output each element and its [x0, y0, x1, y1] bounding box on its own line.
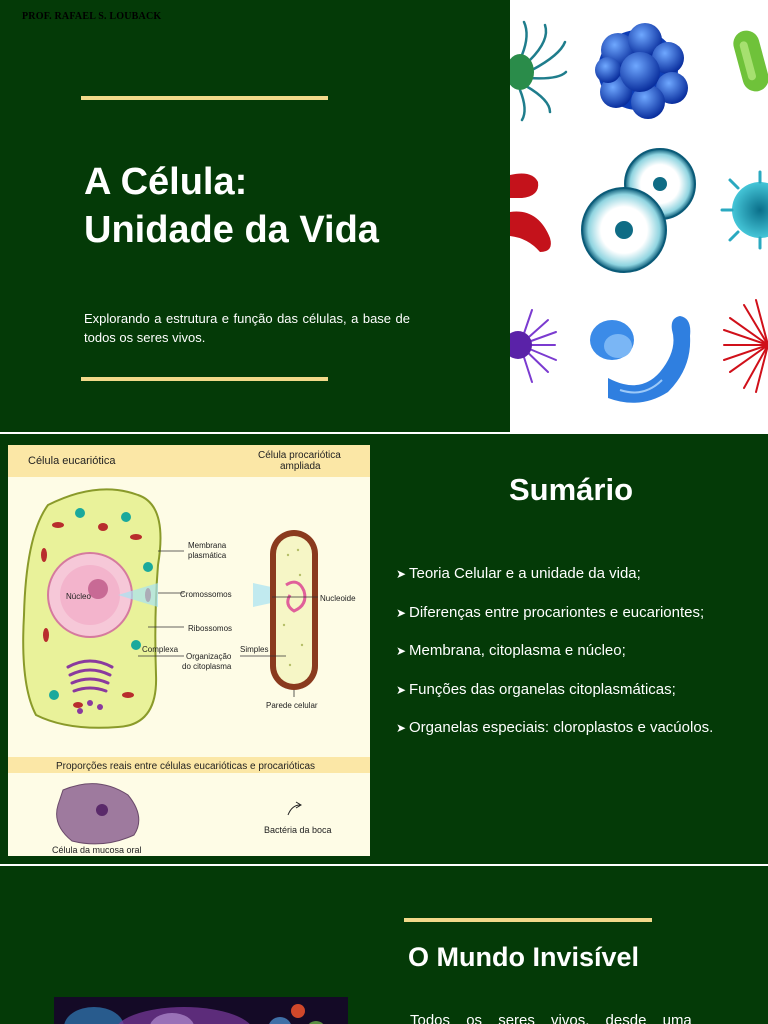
microbe-ring-cells — [581, 148, 696, 273]
arrow-right-icon: ➤ — [396, 682, 407, 697]
list-item: ➤Teoria Celular e a unidade da vida; — [396, 565, 641, 582]
prokaryotic-cell — [270, 530, 318, 690]
slide-title-heading: A Célula: Unidade da Vida — [84, 158, 379, 254]
microbe-blue-cluster — [595, 23, 688, 119]
arrow-right-icon: ➤ — [396, 644, 407, 658]
list-item: ➤Membrana, citoplasma e núcleo; — [396, 642, 626, 659]
list-item: ➤Organelas especiais: cloroplastos e vac… — [396, 719, 714, 736]
microbe-red-spiky — [723, 299, 768, 393]
invisible-world-title: O Mundo Invisível — [408, 942, 640, 972]
oral-mucosa-cell — [56, 783, 140, 845]
microscopic-cells-illustration — [54, 997, 348, 1024]
microbe-teal-virus — [720, 170, 768, 250]
microbes-illustration — [504, 20, 768, 403]
invisible-world-body: Todos os seres vivos, desde uma — [410, 1012, 692, 1024]
title-rule-bottom — [81, 377, 328, 381]
list-item: ➤Diferenças entre procariontes e eucario… — [396, 603, 705, 621]
label-proporcoes: Proporções reais entre células eucarióti… — [56, 761, 315, 772]
label-simples: Simples — [240, 645, 268, 654]
label-bacteria: Bactéria da boca — [264, 825, 332, 835]
title-line-2: Unidade da Vida — [84, 209, 379, 251]
label-organizacao-2: do citoplasma — [182, 662, 232, 671]
label-membrana-1: Membrana — [188, 541, 227, 550]
label-mucosa: Célula da mucosa oral — [52, 845, 142, 855]
arrow-right-icon: ➤ — [396, 721, 407, 735]
label-cromossomos: Cromossomos — [180, 590, 232, 599]
arrow-right-icon: ➤ — [396, 567, 407, 581]
label-prokaryote-header-1: Célula procariótica — [258, 450, 341, 461]
label-organizacao-1: Organização — [186, 652, 232, 661]
author-credit: PROF. RAFAEL S. LOUBACK — [22, 11, 162, 22]
heading-rule — [404, 918, 652, 922]
label-ribossomos: Ribossomos — [188, 624, 232, 633]
label-complexa: Complexa — [142, 645, 179, 654]
slide-subtitle: Explorando a estrutura e função das célu… — [84, 311, 410, 345]
label-membrana-2: plasmática — [188, 551, 227, 560]
microscopic-cells-image — [54, 997, 348, 1024]
microbe-red-cell — [510, 173, 551, 252]
microbes-image — [504, 0, 768, 432]
label-nucleoide: Nucleoide — [320, 594, 356, 603]
label-nucleo: Núcleo — [66, 592, 91, 601]
label-parede: Parede celular — [266, 701, 318, 710]
microbe-blue-spirillum — [590, 316, 691, 403]
slide-title: PROF. RAFAEL S. LOUBACK A Célula: Unidad… — [0, 0, 768, 432]
arrow-right-icon: ➤ — [396, 605, 407, 620]
list-item: ➤Funções das organelas citoplasmáticas; — [396, 680, 676, 698]
label-eukaryote-header: Célula eucariótica — [28, 455, 116, 467]
summary-title: Sumário — [508, 472, 634, 507]
eukaryotic-cell — [22, 488, 162, 729]
cell-diagram-illustration: Célula eucariótica Célula procariótica a… — [8, 445, 370, 855]
summary-list: ➤Teoria Celular e a unidade da vida; ➤Di… — [396, 564, 713, 757]
title-line-1: A Célula: — [84, 161, 248, 203]
label-prokaryote-header-2: ampliada — [280, 461, 321, 472]
microbe-green-bacillus — [733, 30, 768, 92]
cell-comparison-diagram: Célula eucariótica Célula procariótica a… — [8, 445, 370, 856]
title-rule-top — [81, 96, 328, 100]
slide-invisible-world: O Mundo Invisível Todos os seres vivos, … — [0, 866, 768, 1024]
slide-summary: Célula eucariótica Célula procariótica a… — [0, 434, 768, 864]
